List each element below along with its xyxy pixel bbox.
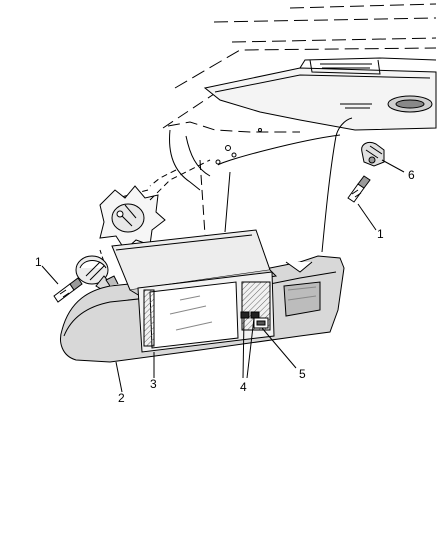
callout-1-left: 1 — [35, 255, 42, 269]
callout-1-right: 1 — [377, 227, 384, 241]
callout-2: 2 — [118, 391, 125, 405]
callout-4: 4 — [240, 380, 247, 394]
leader-lines — [41, 159, 405, 393]
left-bracket-exploded — [99, 159, 211, 251]
left-pivot-clip — [75, 249, 113, 293]
callout-5: 5 — [299, 367, 306, 381]
callout-6: 6 — [408, 168, 415, 182]
callout-3: 3 — [150, 377, 157, 391]
screw-left — [53, 277, 83, 303]
right-retaining-clip — [361, 141, 385, 167]
screw-right — [347, 175, 371, 203]
lamp-switch — [253, 317, 269, 329]
callouts: 1 1 2 3 4 5 6 — [35, 168, 415, 405]
